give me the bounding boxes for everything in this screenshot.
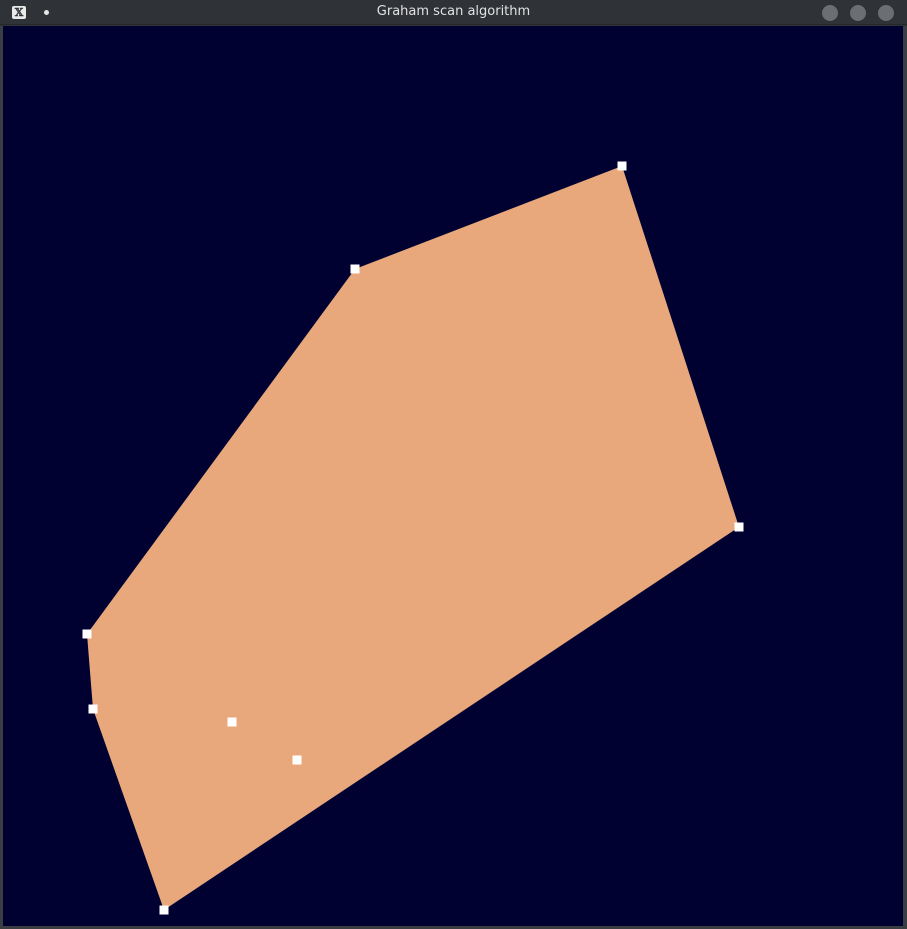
x-app-icon[interactable]: 𝕏 <box>12 6 26 19</box>
window-frame-left <box>0 26 3 929</box>
point-5[interactable] <box>88 704 98 714</box>
point-4[interactable] <box>82 629 92 639</box>
point-1[interactable] <box>350 264 360 274</box>
window-title: Graham scan algorithm <box>376 4 531 19</box>
drawing-canvas[interactable] <box>3 26 903 926</box>
window-frame-right <box>903 26 907 929</box>
maximize-button[interactable] <box>850 5 866 21</box>
point-6[interactable] <box>227 717 237 727</box>
convex-hull-polygon <box>87 166 739 910</box>
window-frame-bottom <box>0 926 907 929</box>
point-2[interactable] <box>617 161 627 171</box>
scene-svg <box>82 161 744 915</box>
point-8[interactable] <box>159 905 169 915</box>
minimize-button[interactable] <box>822 5 838 21</box>
point-7[interactable] <box>292 755 302 765</box>
pin-icon[interactable] <box>44 10 49 15</box>
point-3[interactable] <box>734 522 744 532</box>
close-button[interactable] <box>878 5 894 21</box>
title-bar[interactable]: 𝕏 Graham scan algorithm <box>0 0 907 25</box>
